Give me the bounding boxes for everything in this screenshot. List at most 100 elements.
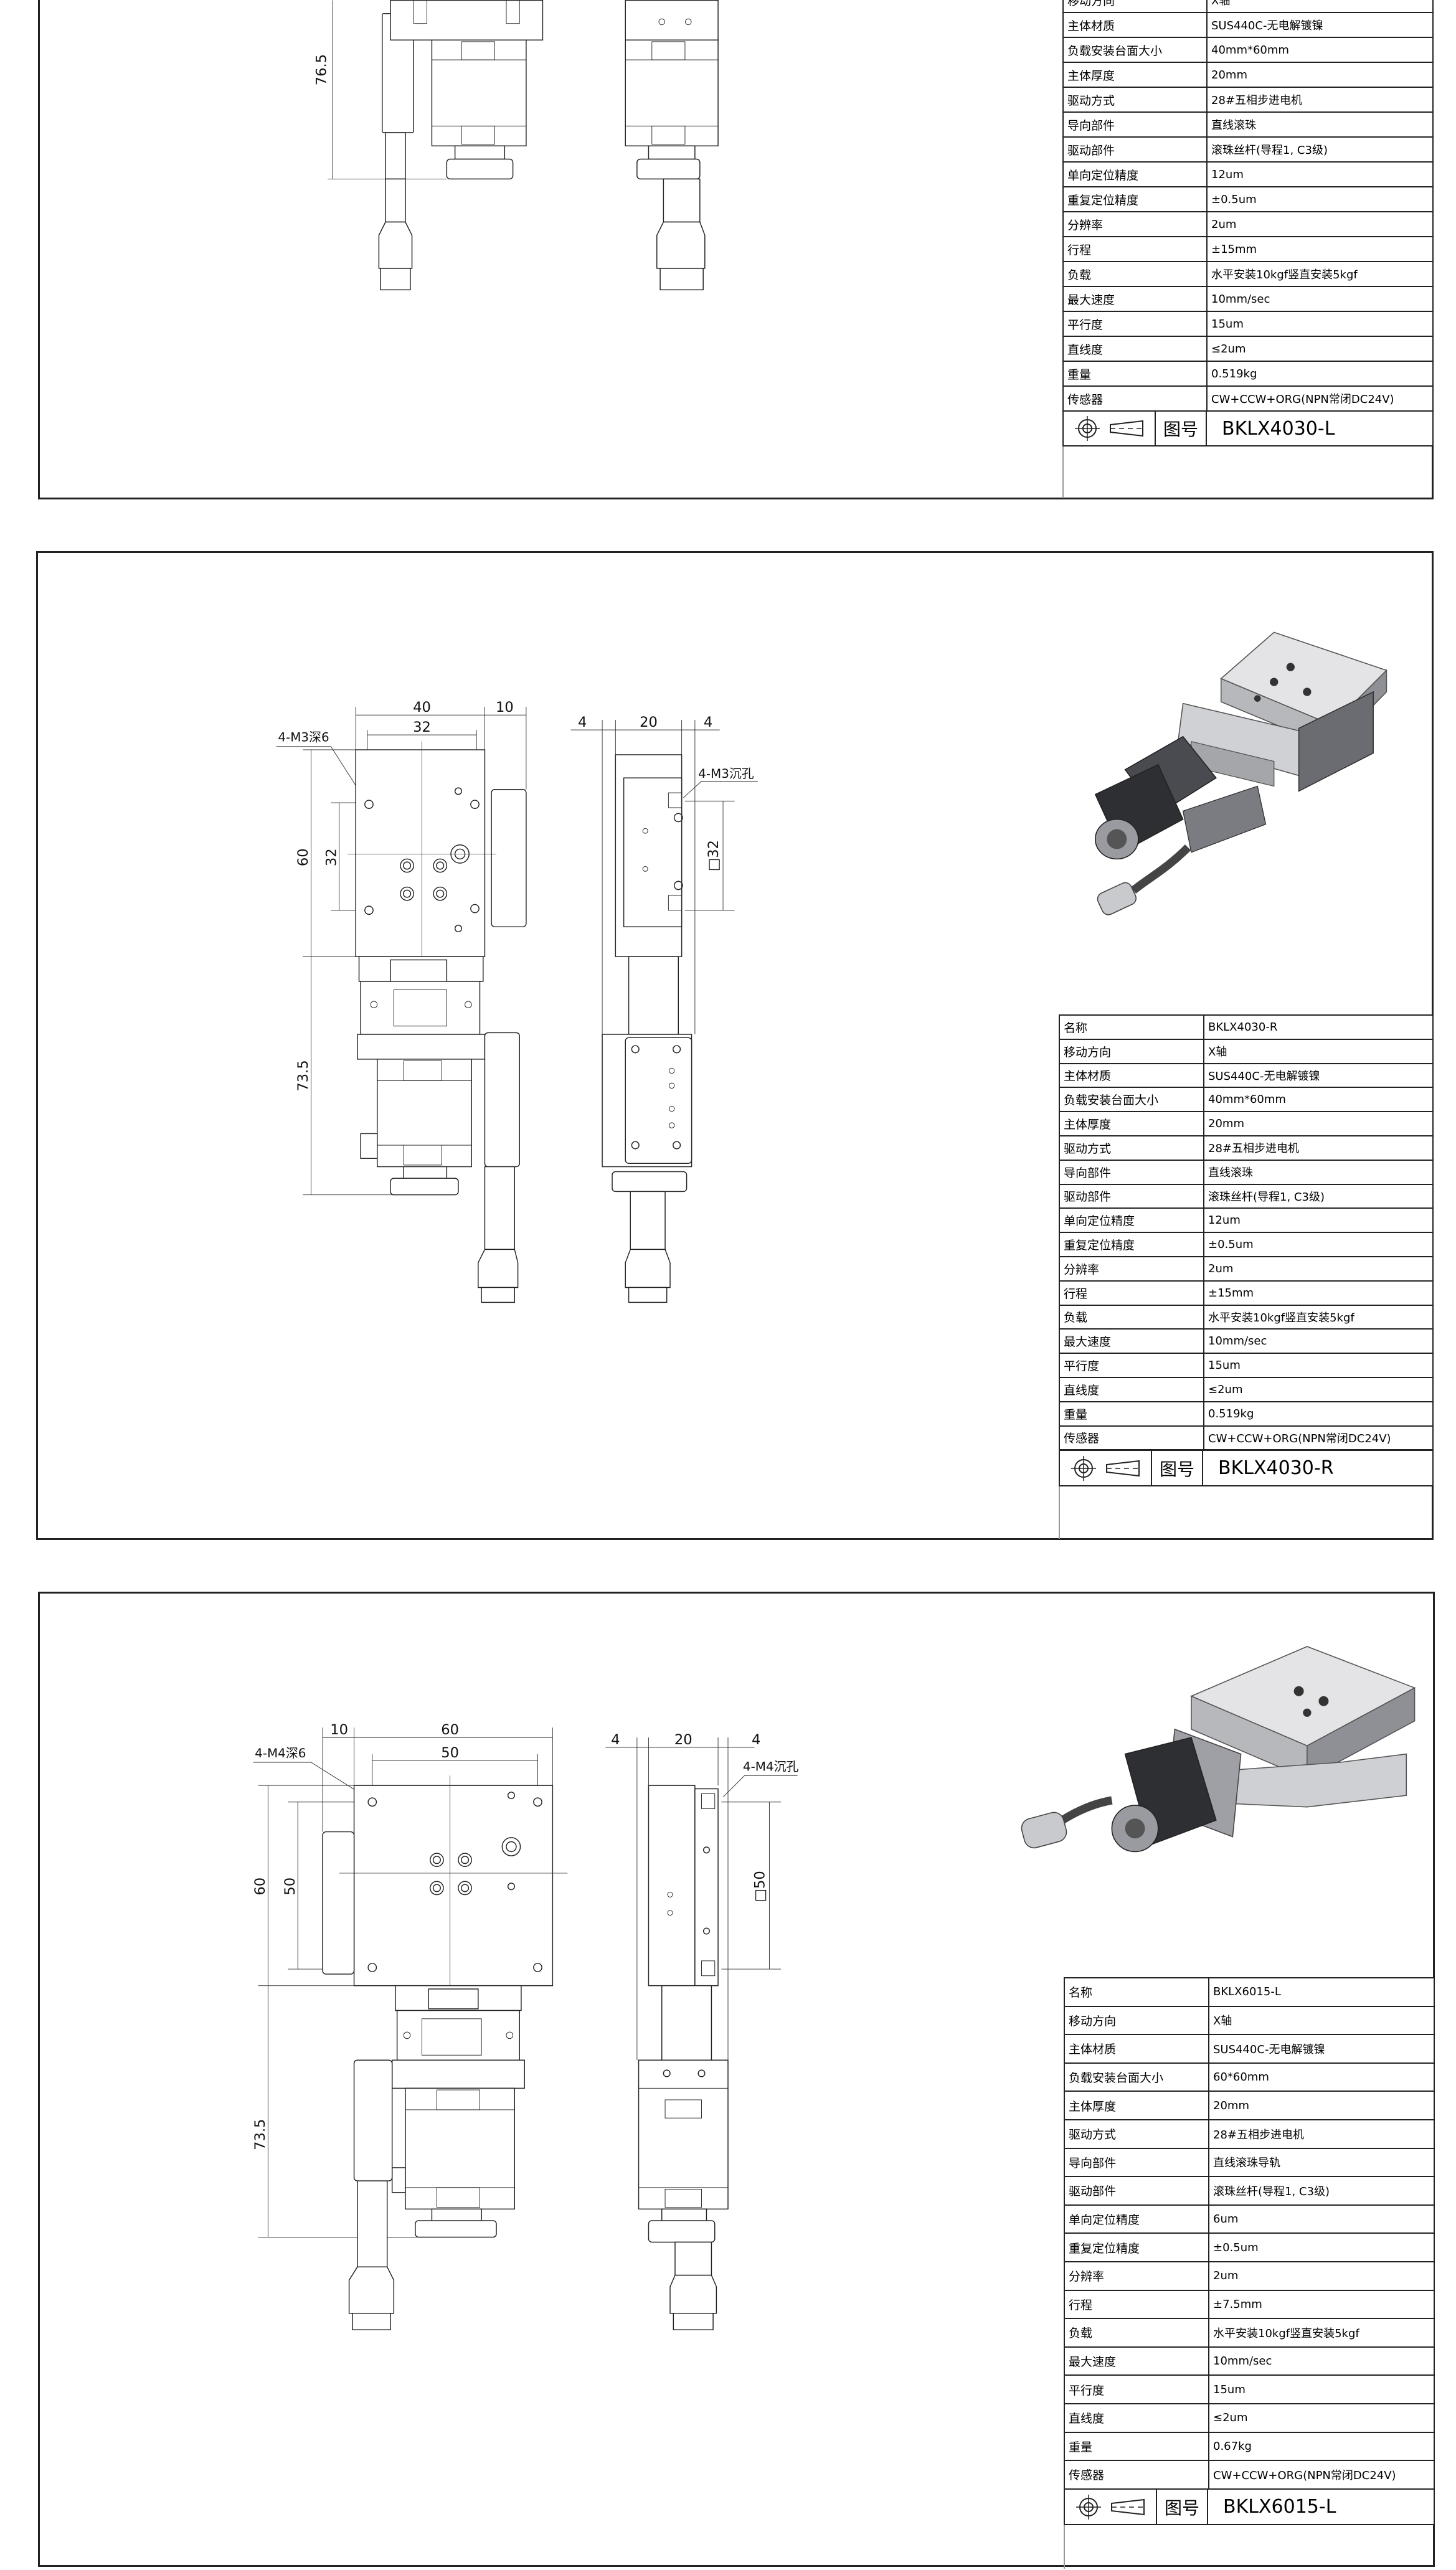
spec-value: 滚珠丝杆(导程1, C3级) [1208, 2176, 1435, 2206]
sheet2-dim-lower-height: 73.5 [295, 1060, 311, 1091]
spec-value: 滚珠丝杆(导程1, C3级) [1206, 136, 1434, 163]
spec-label: 单向定位精度 [1062, 161, 1208, 187]
spec-row: 导向部件直线滚珠 [1062, 111, 1434, 138]
spec-row: 行程±15mm [1059, 1280, 1434, 1306]
spec-label: 负载安装台面大小 [1062, 37, 1208, 63]
sheet3-dim-side-width: 20 [674, 1732, 693, 1748]
title-block-empty-1 [1062, 446, 1064, 498]
sheet2-dim-width: 40 [413, 699, 431, 716]
sheet2-hole-note: 4-M3深6 [278, 730, 329, 745]
spec-value: 28#五相步进电机 [1206, 87, 1434, 113]
projection-cone-icon [1111, 2498, 1145, 2515]
spec-value: 直线滚珠 [1203, 1159, 1434, 1185]
spec-label: 行程 [1059, 1280, 1204, 1306]
sheet2-dim-height: 60 [295, 848, 311, 866]
title-block-empty-2 [1059, 1486, 1060, 1539]
spec-label: 负载安装台面大小 [1064, 2062, 1209, 2092]
spec-row: 行程±7.5mm [1064, 2289, 1435, 2320]
spec-row: 驱动部件滚珠丝杆(导程1, C3级) [1064, 2176, 1435, 2206]
title-block-2: 图号 BKLX4030-R [1059, 1450, 1434, 1486]
spec-value: ±0.5um [1208, 2232, 1435, 2262]
spec-label: 导向部件 [1059, 1159, 1204, 1185]
title-block-3: 图号 BKLX6015-L [1064, 2488, 1435, 2525]
spec-label: 主体材质 [1059, 1062, 1204, 1089]
spec-label: 移动方向 [1059, 1038, 1204, 1064]
spec-label: 驱动部件 [1059, 1183, 1204, 1209]
sheet1-front-view: 76.5 [313, 0, 544, 291]
sheet3-side-note: 4-M4沉孔 [743, 1759, 799, 1774]
spec-label: 最大速度 [1062, 286, 1208, 312]
spec-value: BKLX6015-L [1208, 1977, 1435, 2007]
spec-label: 负载 [1059, 1304, 1204, 1330]
spec-label: 主体厚度 [1059, 1111, 1204, 1136]
projection-cone-icon [1110, 420, 1143, 437]
spec-label: 主体厚度 [1062, 62, 1208, 88]
spec-label: 驱动方式 [1064, 2119, 1209, 2149]
sheet3-screws [430, 1837, 521, 1896]
spec-label: 驱动部件 [1064, 2176, 1209, 2206]
sheet3-dim-hole-span-v: 50 [282, 1878, 298, 1896]
spec-value: 40mm*60mm [1203, 1087, 1434, 1113]
spec-value: ±0.5um [1206, 186, 1434, 212]
sheet3-dim-side-right: 4 [752, 1732, 760, 1748]
projection-circle-icon [1076, 2494, 1101, 2520]
sheet2-product-render [1094, 631, 1387, 915]
spec-value: 20mm [1203, 1111, 1434, 1136]
spec-label: 分辨率 [1059, 1255, 1204, 1282]
spec-row: 重复定位精度±0.5um [1062, 186, 1434, 212]
spec-row: 行程±15mm [1062, 236, 1434, 262]
spec-label: 最大速度 [1059, 1328, 1204, 1354]
spec-value: ≤2um [1203, 1376, 1434, 1402]
spec-value: 直线滚珠 [1206, 111, 1434, 138]
sheet3-hole-note: 4-M4深6 [255, 1746, 306, 1760]
spec-label: 驱动部件 [1062, 136, 1208, 163]
spec-label: 最大速度 [1064, 2346, 1209, 2376]
spec-value: X轴 [1203, 1038, 1434, 1064]
spec-value: 2um [1206, 211, 1434, 237]
projection-circle-icon [1071, 1455, 1096, 1481]
spec-row: 驱动部件滚珠丝杆(导程1, C3级) [1059, 1183, 1434, 1209]
spec-value: CW+CCW+ORG(NPN常闭DC24V) [1206, 385, 1434, 412]
spec-value: 40mm*60mm [1206, 37, 1434, 63]
sheet2-front-view: 40 10 32 4-M3深6 60 32 73.5 [276, 699, 527, 1303]
spec-value: 滚珠丝杆(导程1, C3级) [1203, 1183, 1434, 1209]
drawing-no-label: 图号 [1157, 2490, 1208, 2524]
spec-label: 平行度 [1059, 1353, 1204, 1378]
spec-row: 驱动部件滚珠丝杆(导程1, C3级) [1062, 136, 1434, 163]
spec-value: 15um [1208, 2374, 1435, 2404]
spec-value: X轴 [1206, 0, 1434, 13]
spec-label: 负载 [1062, 261, 1208, 287]
drawing-no-label: 图号 [1152, 1451, 1203, 1485]
projection-symbol [1060, 1451, 1152, 1485]
spec-label: 驱动方式 [1062, 87, 1208, 113]
sheet2-side-view: 4 20 4 4-M3沉孔 □32 [570, 714, 758, 1303]
spec-value: 60*60mm [1208, 2062, 1435, 2092]
sheet3-dim-side-square: □50 [752, 1871, 768, 1902]
spec-label: 传感器 [1064, 2460, 1209, 2490]
spec-value: ±0.5um [1203, 1232, 1434, 1257]
spec-value: ±7.5mm [1208, 2289, 1435, 2320]
spec-label: 主体材质 [1062, 12, 1208, 38]
spec-value: 0.519kg [1206, 361, 1434, 387]
drawing-no: BKLX4030-R [1218, 1457, 1334, 1479]
sheet2-dim-side-width: 20 [640, 714, 658, 730]
spec-value: SUS440C-无电解镀镍 [1206, 12, 1434, 38]
